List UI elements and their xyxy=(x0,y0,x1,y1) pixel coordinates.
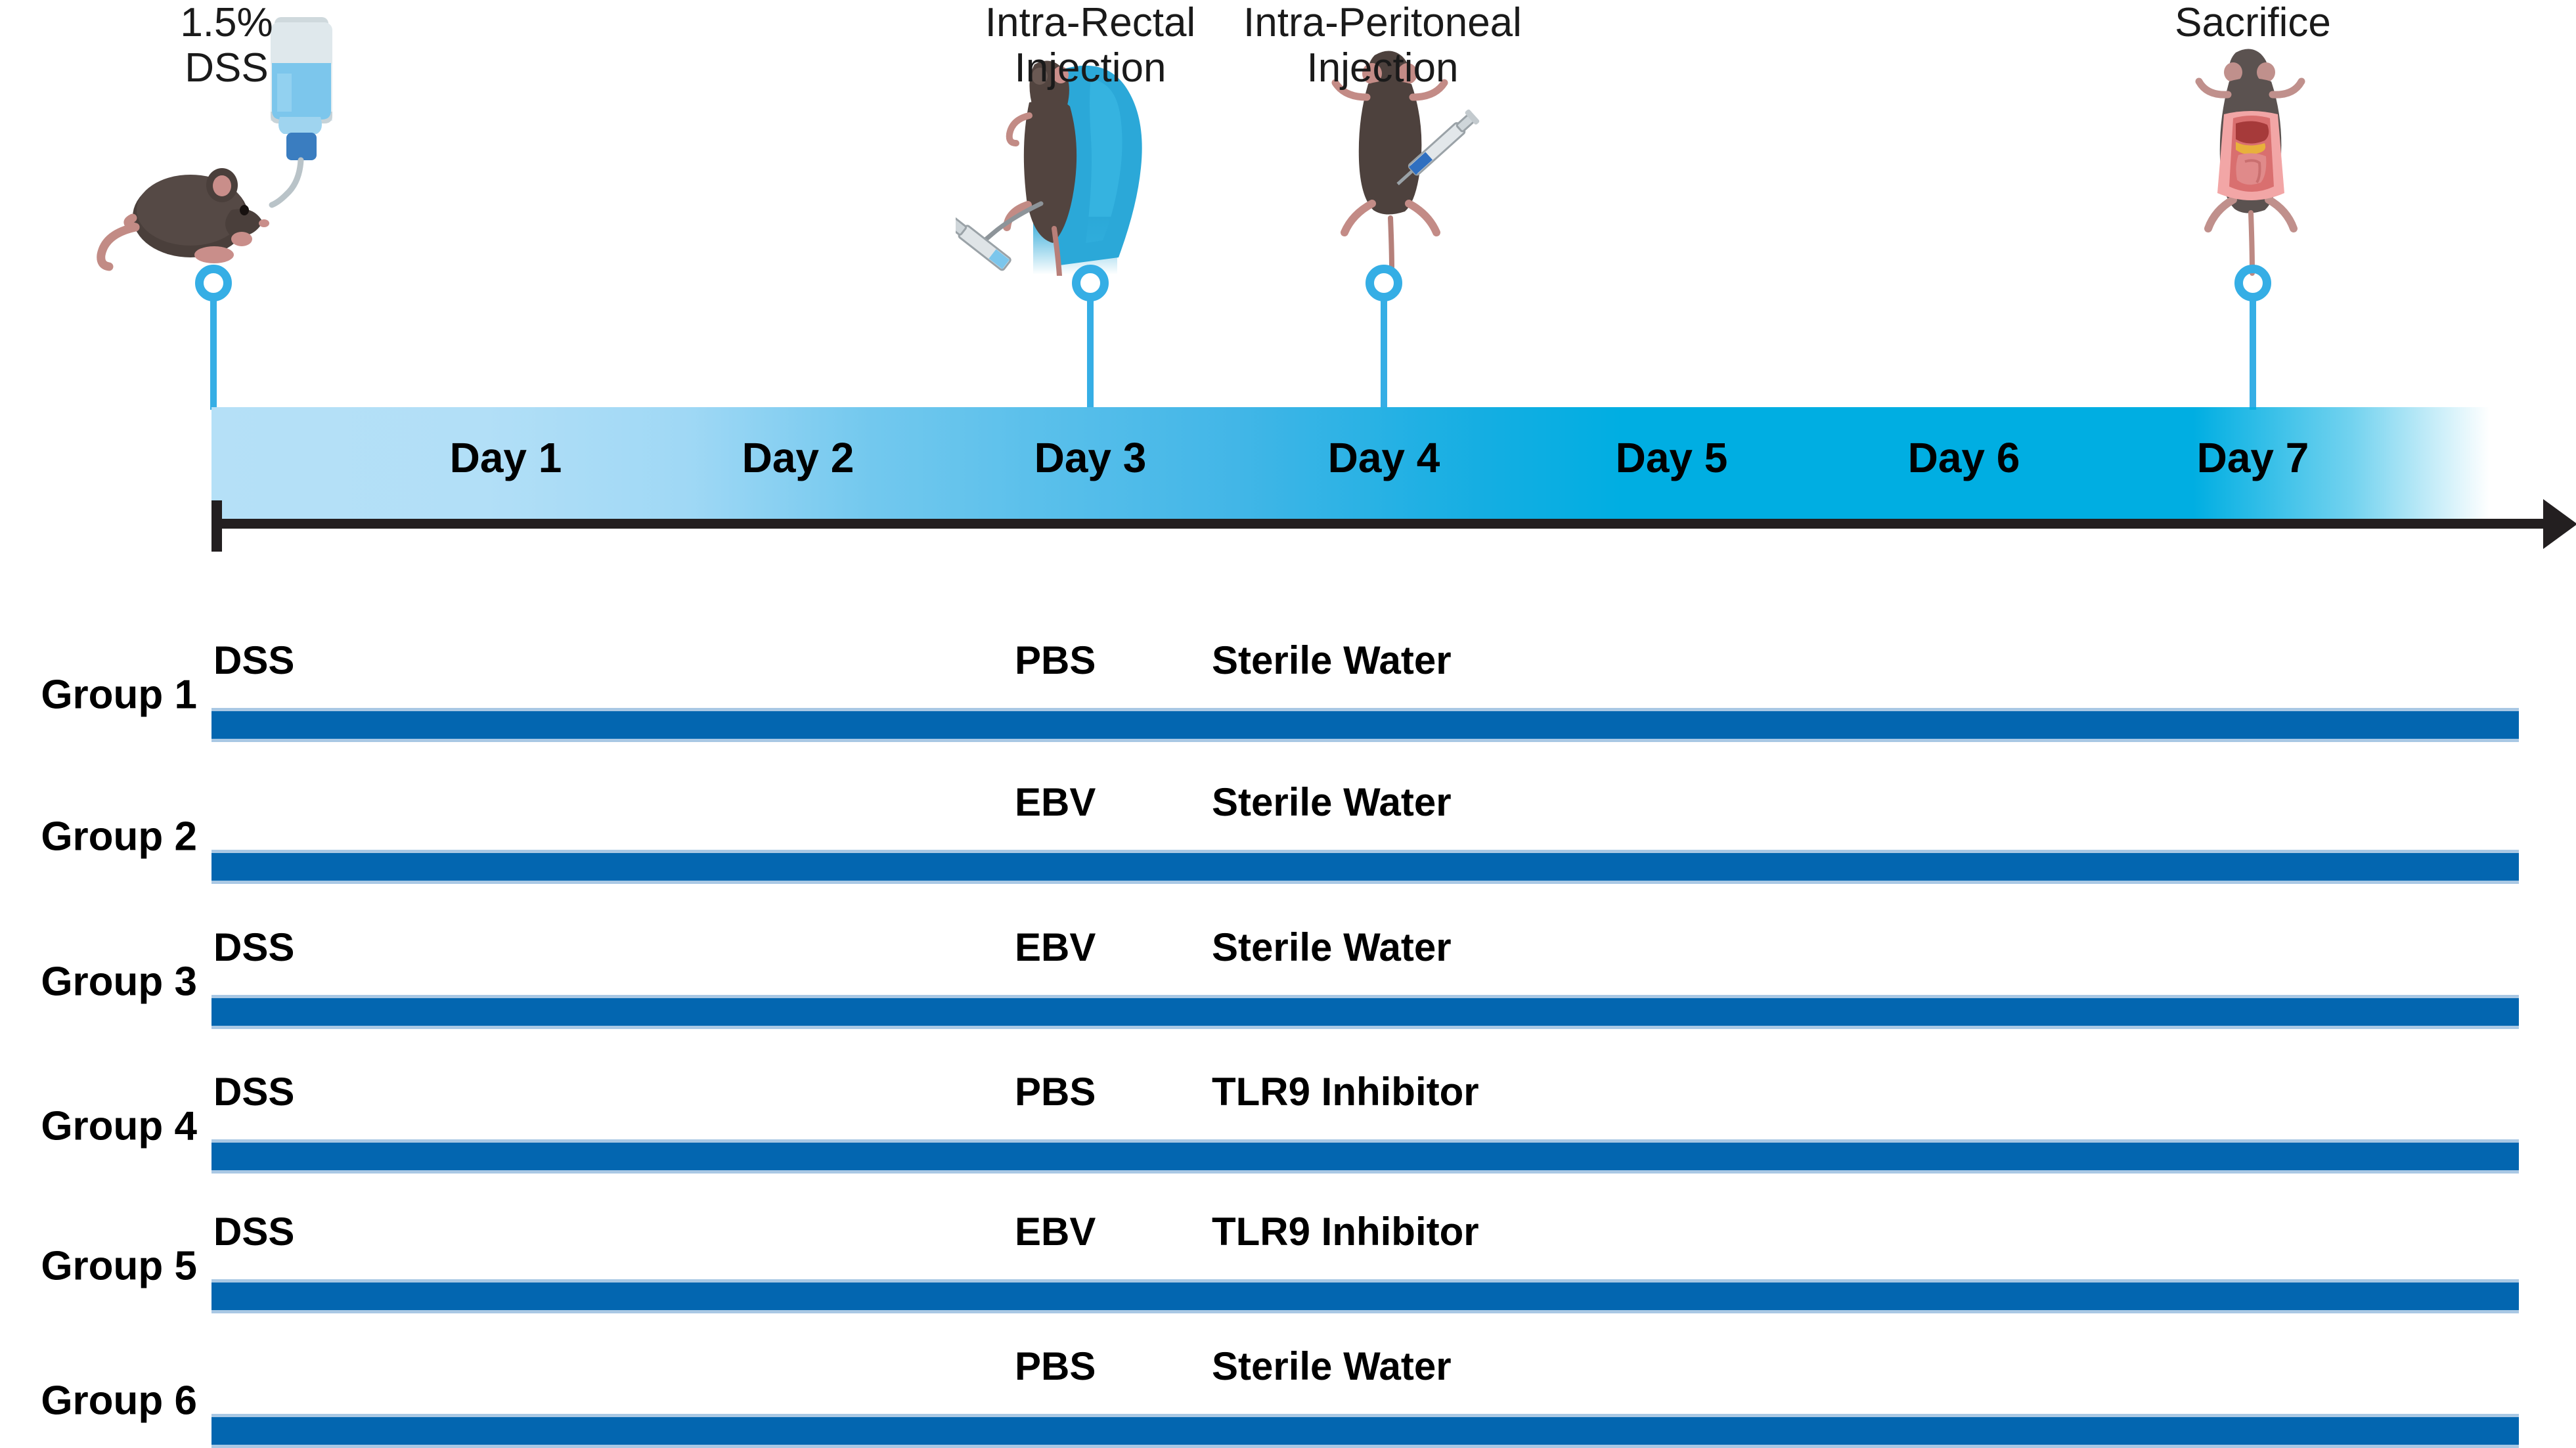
group-3-tag-ebv: EBV xyxy=(1015,925,1096,969)
day-label-7: Day 7 xyxy=(2196,434,2309,481)
group-5-tag-tlr9-inhibitor: TLR9 Inhibitor xyxy=(1212,1210,1479,1254)
group-label-2: Group 2 xyxy=(41,814,197,860)
group-1-tag-pbs: PBS xyxy=(1015,638,1096,682)
group-3-tag-sterile-water: Sterile Water xyxy=(1212,925,1452,969)
group-3-tag-dss: DSS xyxy=(213,925,295,969)
marker-head-icon xyxy=(1072,265,1109,301)
day-label-5: Day 5 xyxy=(1615,434,1728,481)
group-2-tag-ebv: EBV xyxy=(1015,780,1096,824)
day-label-6: Day 6 xyxy=(1907,434,2020,481)
marker-stem xyxy=(210,297,217,410)
group-4-tag-tlr9-inhibitor: TLR9 Inhibitor xyxy=(1212,1070,1479,1114)
mouse-intraperitoneal-injection-icon xyxy=(1304,46,1501,269)
group-5-tag-dss: DSS xyxy=(213,1210,295,1254)
timeline-band xyxy=(211,407,2489,520)
day-label-4: Day 4 xyxy=(1327,434,1440,481)
timeline-axis-line xyxy=(211,519,2550,529)
mouse-drinking-bottle-icon xyxy=(92,13,368,276)
mouse-dissection-icon xyxy=(2167,46,2345,276)
group-bar-3 xyxy=(211,995,2519,1029)
group-4-tag-pbs: PBS xyxy=(1015,1070,1096,1114)
marker-stem xyxy=(1087,297,1094,410)
marker-stem xyxy=(2250,297,2256,410)
group-6-tag-pbs: PBS xyxy=(1015,1344,1096,1388)
group-label-4: Group 4 xyxy=(41,1103,197,1149)
group-2-tag-sterile-water: Sterile Water xyxy=(1212,780,1452,824)
event-caption-intra-rectal: Intra-Rectal Injection xyxy=(985,0,1196,91)
day-label-2: Day 2 xyxy=(742,434,855,481)
marker-head-icon xyxy=(2234,265,2271,301)
group-bar-5 xyxy=(211,1279,2519,1313)
group-bar-2 xyxy=(211,850,2519,884)
group-4-tag-dss: DSS xyxy=(213,1070,295,1114)
group-1-tag-sterile-water: Sterile Water xyxy=(1212,638,1452,682)
group-label-3: Group 3 xyxy=(41,959,197,1005)
group-bar-1 xyxy=(211,708,2519,742)
group-bar-6 xyxy=(211,1414,2519,1448)
group-label-6: Group 6 xyxy=(41,1378,197,1424)
event-caption-dss: 1.5% DSS xyxy=(180,0,273,91)
day-label-3: Day 3 xyxy=(1034,434,1147,481)
group-label-5: Group 5 xyxy=(41,1243,197,1289)
group-5-tag-ebv: EBV xyxy=(1015,1210,1096,1254)
group-label-1: Group 1 xyxy=(41,672,197,718)
group-6-tag-sterile-water: Sterile Water xyxy=(1212,1344,1452,1388)
event-caption-sacrifice: Sacrifice xyxy=(2175,0,2331,45)
day-label-1: Day 1 xyxy=(449,434,562,481)
marker-head-icon xyxy=(1366,265,1402,301)
group-1-tag-dss: DSS xyxy=(213,638,295,682)
marker-head-icon xyxy=(195,265,232,301)
event-caption-intra-peritoneal: Intra-Peritoneal Injection xyxy=(1243,0,1522,91)
mouse-intrarectal-injection-icon xyxy=(956,53,1205,276)
axis-arrowhead-icon xyxy=(2543,499,2576,549)
group-bar-4 xyxy=(211,1139,2519,1174)
marker-stem xyxy=(1381,297,1387,410)
